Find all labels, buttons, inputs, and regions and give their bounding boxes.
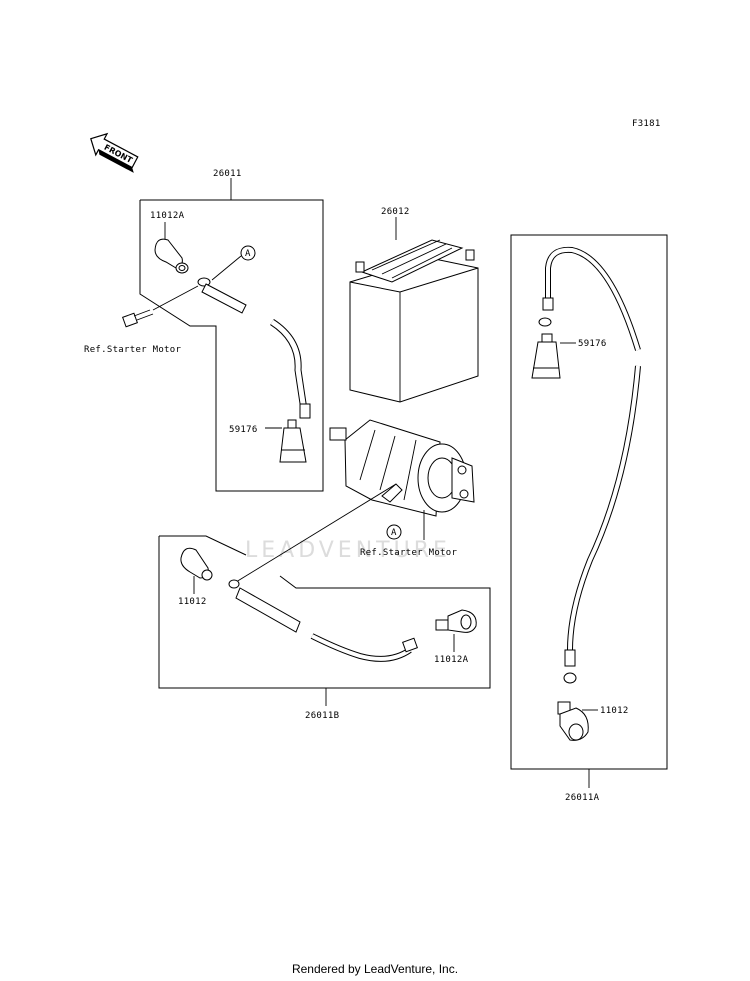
label-11012A-bottom: 11012A [434,655,469,665]
battery-26012: 26012 [349,207,479,403]
label-59176-right: 59176 [578,339,607,349]
cable-right-long [567,365,641,651]
terminal-cap-11012A-bottom [435,609,477,633]
rubber-boot-59176-right [531,333,561,379]
harness-26011B-group: 26011B 11012 11012A [158,483,491,721]
bolt-left [122,285,199,328]
cable-right-top [545,246,641,351]
label-11012-bottom: 11012 [178,597,207,607]
label-26011A: 26011A [565,793,600,803]
cable-end-left [201,283,247,314]
label-59176-left: 59176 [229,425,258,435]
watermark: LEADVENTURE [245,538,451,563]
front-arrow-icon: FRONT [90,132,139,173]
figure-code: F3181 [632,119,661,129]
harness-26011-group: 26011 11012A A Ref.Starter Motor 59176 [84,169,324,492]
label-ref-starter-left: Ref.Starter Motor [84,345,181,355]
label-11012A-top: 11012A [150,211,185,221]
callout-a-center-text: A [391,528,397,538]
callout-a-left-text: A [245,249,251,259]
terminal-cap-11012-bottom [180,547,213,581]
starter-motor: A Ref.Starter Motor [329,419,475,558]
label-26012: 26012 [381,207,410,217]
rubber-boot-59176-left [279,419,307,463]
footer-credit: Rendered by LeadVenture, Inc. [291,962,459,976]
callout-a-center [386,524,402,540]
label-26011B: 26011B [305,711,339,721]
callout-a-left [240,245,256,261]
harness-26011A-group: 26011A 59176 11012 [510,234,668,803]
terminal-cap-11012A [154,238,189,274]
terminal-cap-11012-right [557,701,589,741]
label-ref-starter-center: Ref.Starter Motor [360,548,457,558]
label-11012-right: 11012 [600,706,629,716]
label-26011: 26011 [213,169,242,179]
